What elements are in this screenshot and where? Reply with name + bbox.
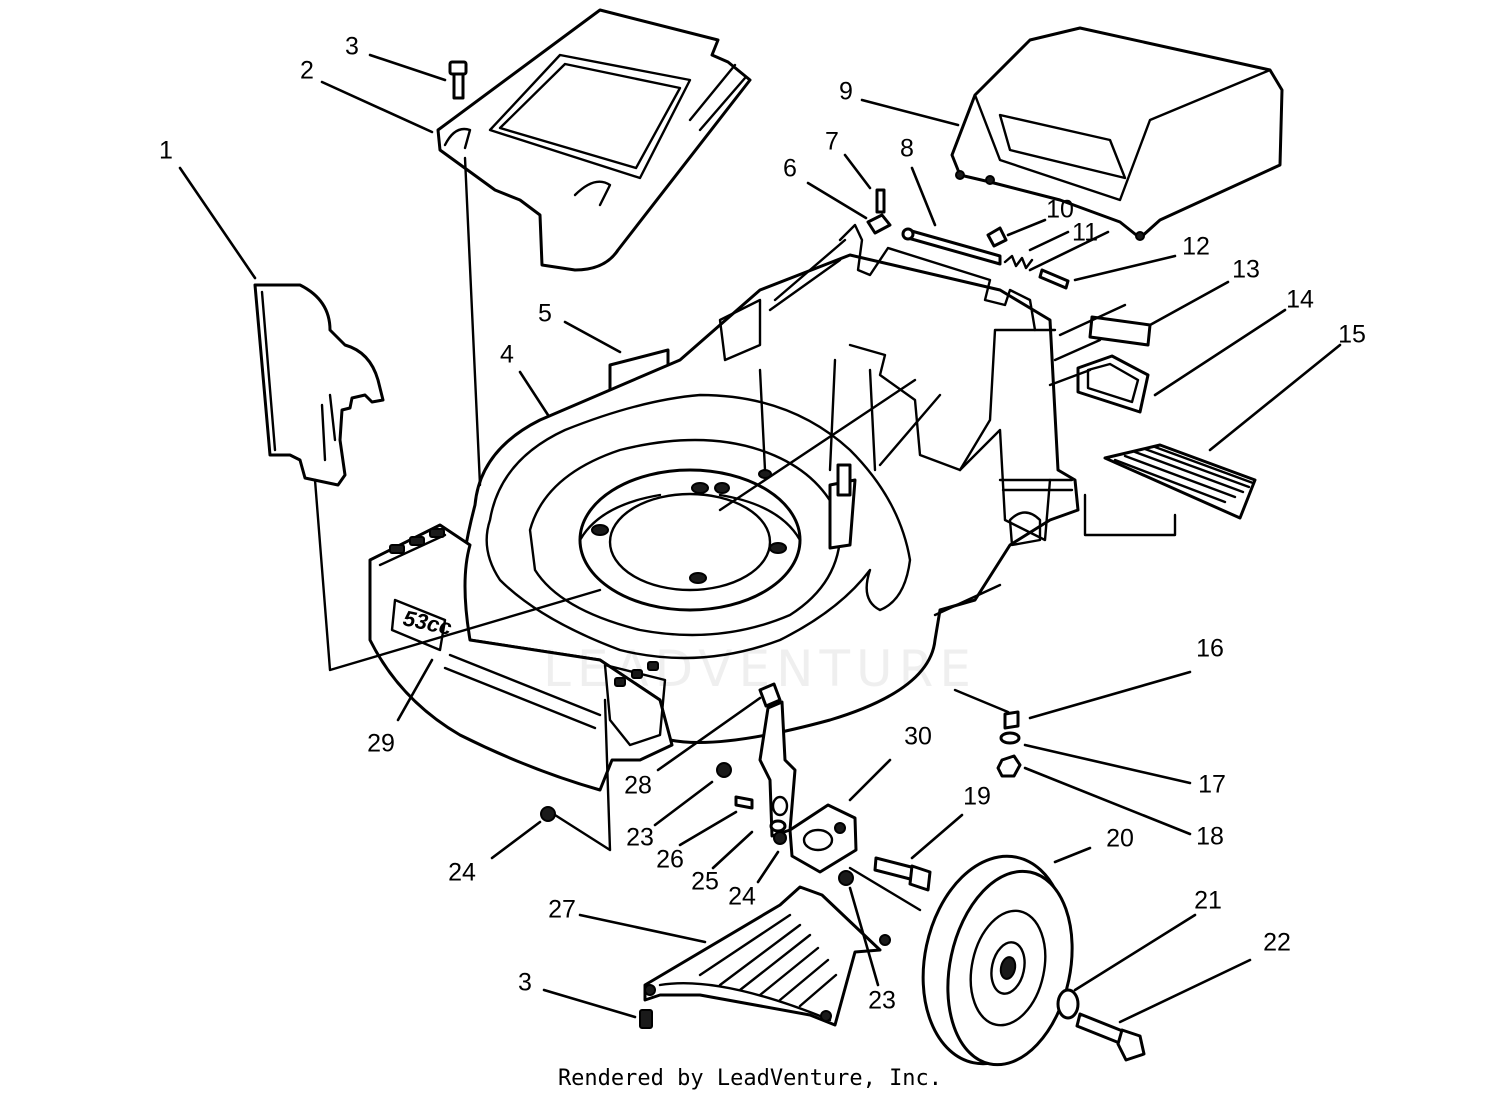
callout-2: 2: [300, 57, 314, 85]
part-14-window[interactable]: [1076, 354, 1150, 414]
part-24-nut-mid[interactable]: [773, 831, 787, 845]
callout-26: 26: [656, 846, 684, 874]
watermark: LEADVENTURE: [543, 640, 977, 698]
handle-pivot-frame: [768, 223, 1037, 332]
assembly-guide-lines: [313, 156, 942, 912]
callout-19: 19: [963, 783, 991, 811]
part-8-rod[interactable]: [901, 227, 1002, 266]
callout-14: 14: [1286, 286, 1314, 314]
callout-18: 18: [1196, 823, 1224, 851]
rear-guide-lines: [1048, 303, 1177, 537]
part-22-wheel-bolt[interactable]: [1075, 1012, 1146, 1062]
part-4-mower-deck[interactable]: [459, 253, 1080, 744]
part-20-wheel[interactable]: [905, 843, 1089, 1078]
callout-10: 10: [1046, 196, 1074, 224]
callout-6: 6: [783, 155, 797, 183]
callout-22: 22: [1263, 929, 1291, 957]
callout-21: 21: [1194, 887, 1222, 915]
callout-13: 13: [1232, 256, 1260, 284]
callout-12: 12: [1182, 233, 1210, 261]
part-9-rear-flap[interactable]: [950, 26, 1284, 241]
part-10-clip[interactable]: [986, 226, 1008, 248]
part-28-knob[interactable]: [758, 682, 782, 708]
callout-7: 7: [825, 128, 839, 156]
part-25-washer[interactable]: [769, 819, 787, 833]
callout-30: 30: [904, 723, 932, 751]
part-30-axle-bracket[interactable]: [788, 803, 858, 874]
callout-3-top: 3: [345, 33, 359, 61]
callout-27: 27: [548, 896, 576, 924]
part-27-skid-plate[interactable]: [643, 885, 891, 1027]
part-17-washer[interactable]: [999, 731, 1021, 745]
part-16-bracket[interactable]: [953, 688, 1020, 730]
callout-24-mid: 24: [728, 883, 756, 911]
callout-23-bottom: 23: [868, 987, 896, 1015]
callout-5: 5: [538, 300, 552, 328]
callout-24-left: 24: [448, 859, 476, 887]
part-23-nut-lower[interactable]: [838, 870, 854, 886]
part-12-pin[interactable]: [1038, 268, 1070, 290]
callout-8: 8: [900, 135, 914, 163]
callout-15: 15: [1338, 321, 1366, 349]
callout-9: 9: [839, 78, 853, 106]
credit-line: Rendered by LeadVenture, Inc.: [557, 1066, 943, 1091]
callout-28: 28: [624, 772, 652, 800]
callout-1: 1: [159, 137, 173, 165]
part-23-nut-upper[interactable]: [716, 762, 732, 778]
callout-29: 29: [367, 730, 395, 758]
part-6-bracket[interactable]: [866, 213, 892, 235]
part-13-seal[interactable]: [1088, 315, 1152, 347]
callout-25: 25: [691, 868, 719, 896]
part-26-stud[interactable]: [734, 795, 754, 810]
callout-23-left: 23: [626, 824, 654, 852]
part-18-nut[interactable]: [996, 754, 1022, 778]
part-11-spring[interactable]: [1003, 254, 1034, 270]
callout-17: 17: [1198, 771, 1226, 799]
leader-lines: [178, 53, 1342, 1024]
callout-11: 11: [1072, 219, 1098, 247]
part-2-rear-cover[interactable]: [436, 8, 752, 272]
callout-4: 4: [500, 341, 514, 369]
part-3-bolt[interactable]: [448, 60, 468, 100]
part-15-grille[interactable]: [1103, 443, 1257, 520]
part-7-screw[interactable]: [875, 188, 886, 214]
callout-3-bottom: 3: [518, 969, 532, 997]
callout-labels: 1 2 3 4 5 6 7 8 9 10 11 12 13 14 15 16 1…: [159, 33, 1366, 1015]
part-3-screw-bottom[interactable]: [639, 1009, 653, 1029]
part-1-side-plate[interactable]: [253, 283, 385, 487]
callout-16: 16: [1196, 635, 1224, 663]
callout-20: 20: [1106, 825, 1134, 853]
part-19-axle-bolt[interactable]: [873, 856, 932, 892]
part-21-bushing[interactable]: [1056, 988, 1080, 1020]
part-24-nut-left[interactable]: [540, 806, 556, 822]
